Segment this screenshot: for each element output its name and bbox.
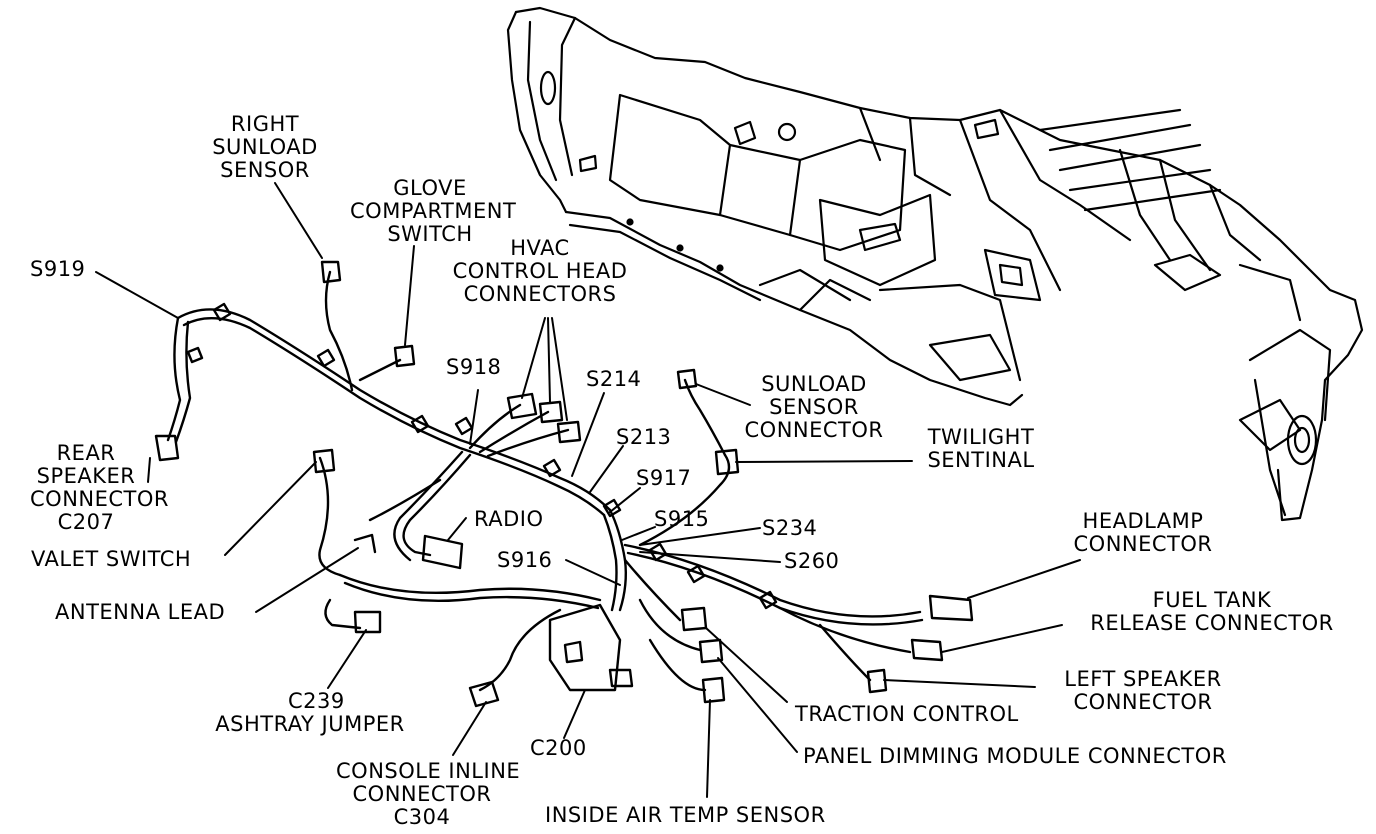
label-s214: S214 [586, 367, 642, 391]
wiring-harness [154, 260, 974, 708]
label-glove-compartment-switch: GLOVE COMPARTMENT SWITCH [350, 176, 517, 246]
label-valet-switch: VALET SWITCH [31, 547, 192, 571]
label-s918: S918 [446, 355, 502, 379]
label-radio: RADIO [474, 507, 544, 531]
label-left-speaker-connector: LEFT SPEAKER CONNECTOR [1064, 667, 1222, 714]
label-fuel-tank-release-connector: FUEL TANK RELEASE CONNECTOR [1090, 588, 1334, 635]
label-hvac-control-head-connectors: HVAC CONTROL HEAD CONNECTORS [452, 236, 628, 306]
label-c239-ashtray-jumper: C239 ASHTRAY JUMPER [215, 689, 405, 736]
label-s917: S917 [636, 466, 692, 490]
label-console-inline-connector: CONSOLE INLINE CONNECTOR C304 [336, 759, 521, 829]
instrument-panel-carrier [506, 6, 1364, 522]
label-antenna-lead: ANTENNA LEAD [55, 600, 226, 624]
label-headlamp-connector: HEADLAMP CONNECTOR [1073, 509, 1213, 556]
label-s919: S919 [30, 257, 86, 281]
label-right-sunload-sensor: RIGHT SUNLOAD SENSOR [212, 112, 318, 182]
label-rear-speaker-connector: REAR SPEAKER CONNECTOR C207 [30, 441, 169, 534]
label-s234: S234 [762, 516, 818, 540]
label-c200: C200 [530, 736, 587, 760]
label-s916: S916 [497, 548, 553, 572]
label-twilight-sentinal: TWILIGHT SENTINAL [927, 425, 1035, 472]
label-s213: S213 [616, 425, 672, 449]
label-panel-dimming-module-connector: PANEL DIMMING MODULE CONNECTOR [803, 744, 1227, 768]
label-s260: S260 [784, 549, 840, 573]
label-traction-control: TRACTION CONTROL [795, 702, 1019, 726]
label-sunload-sensor-connector: SUNLOAD SENSOR CONNECTOR [744, 372, 884, 442]
label-inside-air-temp-sensor: INSIDE AIR TEMP SENSOR [545, 803, 826, 827]
label-s915: S915 [654, 507, 710, 531]
leader-lines [95, 182, 1081, 798]
